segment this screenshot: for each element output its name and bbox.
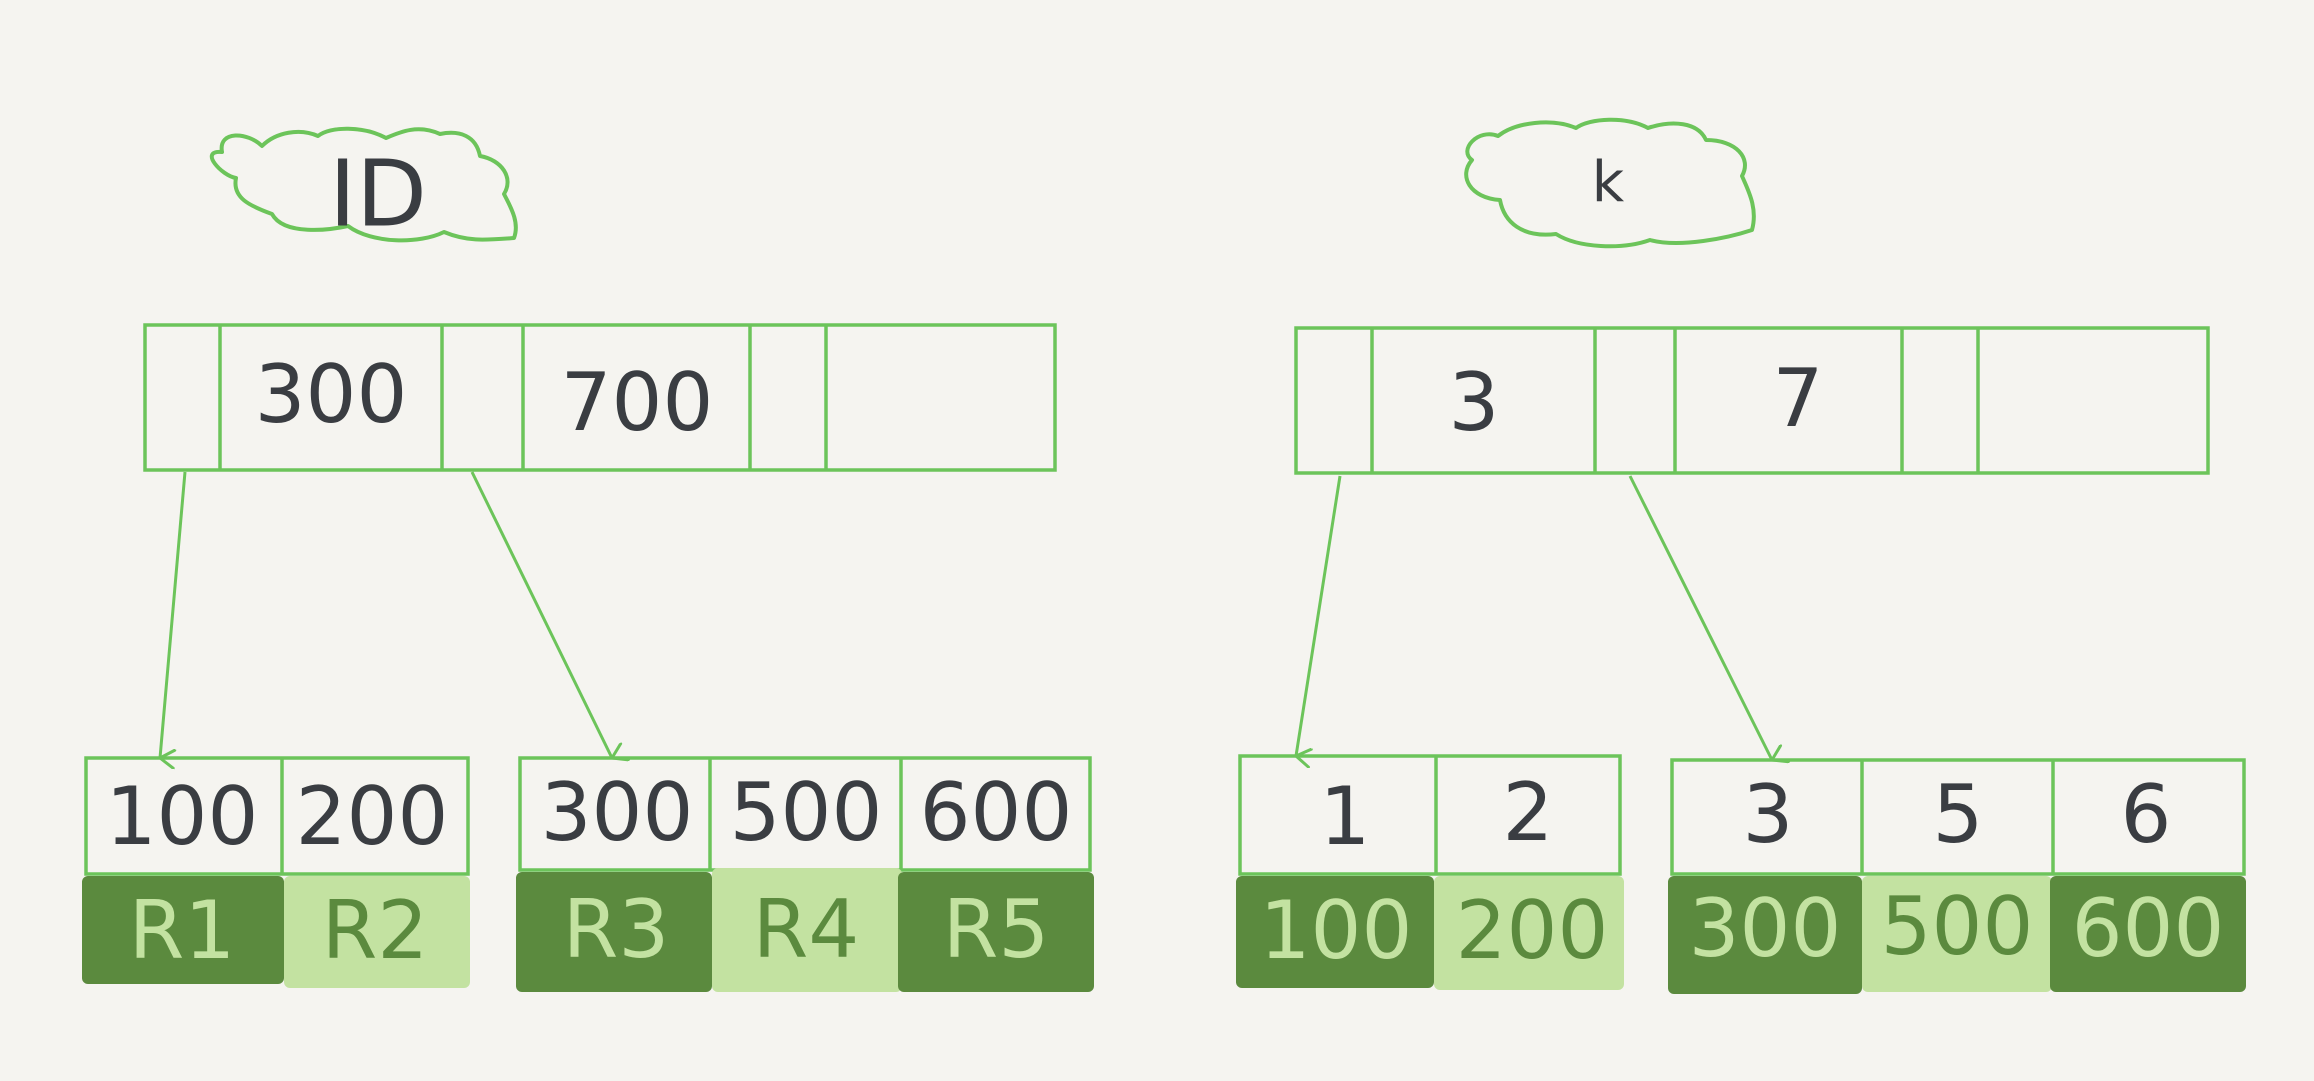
tree-k-cloud: k xyxy=(1464,117,1756,249)
leaf-key: 1 xyxy=(1320,770,1371,863)
leaf-value: R1 xyxy=(129,884,235,977)
leaf-key: 300 xyxy=(541,766,694,859)
leaf-value-cell xyxy=(1236,876,1434,988)
leaf-key: 600 xyxy=(920,766,1073,859)
leaf-key: 5 xyxy=(1933,768,1984,861)
pointer-arrow xyxy=(470,471,612,758)
leaf-value: R4 xyxy=(753,883,859,976)
leaf-value-cell xyxy=(2050,876,2246,992)
tree-id-leaf-1: 100 200 R1 R2 xyxy=(82,756,470,988)
leaf-value-cell xyxy=(712,868,902,992)
leaf-key: 500 xyxy=(730,766,883,859)
leaf-value: 200 xyxy=(1456,884,1609,977)
root-key: 3 xyxy=(1449,356,1500,449)
leaf-value: 300 xyxy=(1689,882,1842,975)
tree-k-label: k xyxy=(1592,150,1625,215)
cloud-icon xyxy=(209,126,518,243)
leaf-value: 100 xyxy=(1260,884,1413,977)
leaf-value: R5 xyxy=(943,883,1049,976)
leaf-value-cell xyxy=(284,876,470,988)
leaf-value: 600 xyxy=(2072,882,2225,975)
leaf-value-cell xyxy=(1862,876,2052,992)
leaf-value-cell xyxy=(516,872,712,992)
leaf-value-cell xyxy=(1434,876,1624,990)
tree-k-root-node: 3 7 xyxy=(1294,326,2210,475)
leaf-value-cell xyxy=(1668,876,1862,994)
leaf-key: 3 xyxy=(1743,768,1794,861)
tree-k: k 3 7 1 2 100 200 xyxy=(1236,117,2246,994)
leaf-value: R3 xyxy=(563,883,669,976)
tree-k-leaf-1: 1 2 100 200 xyxy=(1236,754,1624,990)
tree-id: ID 300 700 100 200 R1 R2 xyxy=(82,126,1094,992)
tree-k-leaf-2: 3 5 6 300 500 600 xyxy=(1668,758,2246,994)
root-key: 7 xyxy=(1773,352,1824,445)
leaf-key: 200 xyxy=(296,770,449,863)
leaf-value: 500 xyxy=(1881,880,2034,973)
tree-id-cloud: ID xyxy=(209,126,518,247)
leaf-key: 2 xyxy=(1503,766,1554,859)
root-key: 700 xyxy=(561,356,714,449)
root-key: 300 xyxy=(255,348,408,441)
leaf-key: 6 xyxy=(2121,768,2172,861)
leaf-value: R2 xyxy=(322,884,428,977)
pointer-arrow xyxy=(1296,475,1342,756)
tree-id-root-node: 300 700 xyxy=(143,323,1057,472)
pointer-arrow xyxy=(1628,475,1772,760)
pointer-arrow xyxy=(160,471,187,758)
leaf-value-cell xyxy=(898,872,1094,992)
leaf-value-cell xyxy=(82,876,284,984)
leaf-key: 100 xyxy=(106,770,259,863)
tree-id-leaf-2: 300 500 600 R3 R4 R5 xyxy=(516,756,1094,992)
tree-id-label: ID xyxy=(329,140,427,247)
cloud-icon xyxy=(1464,117,1756,249)
